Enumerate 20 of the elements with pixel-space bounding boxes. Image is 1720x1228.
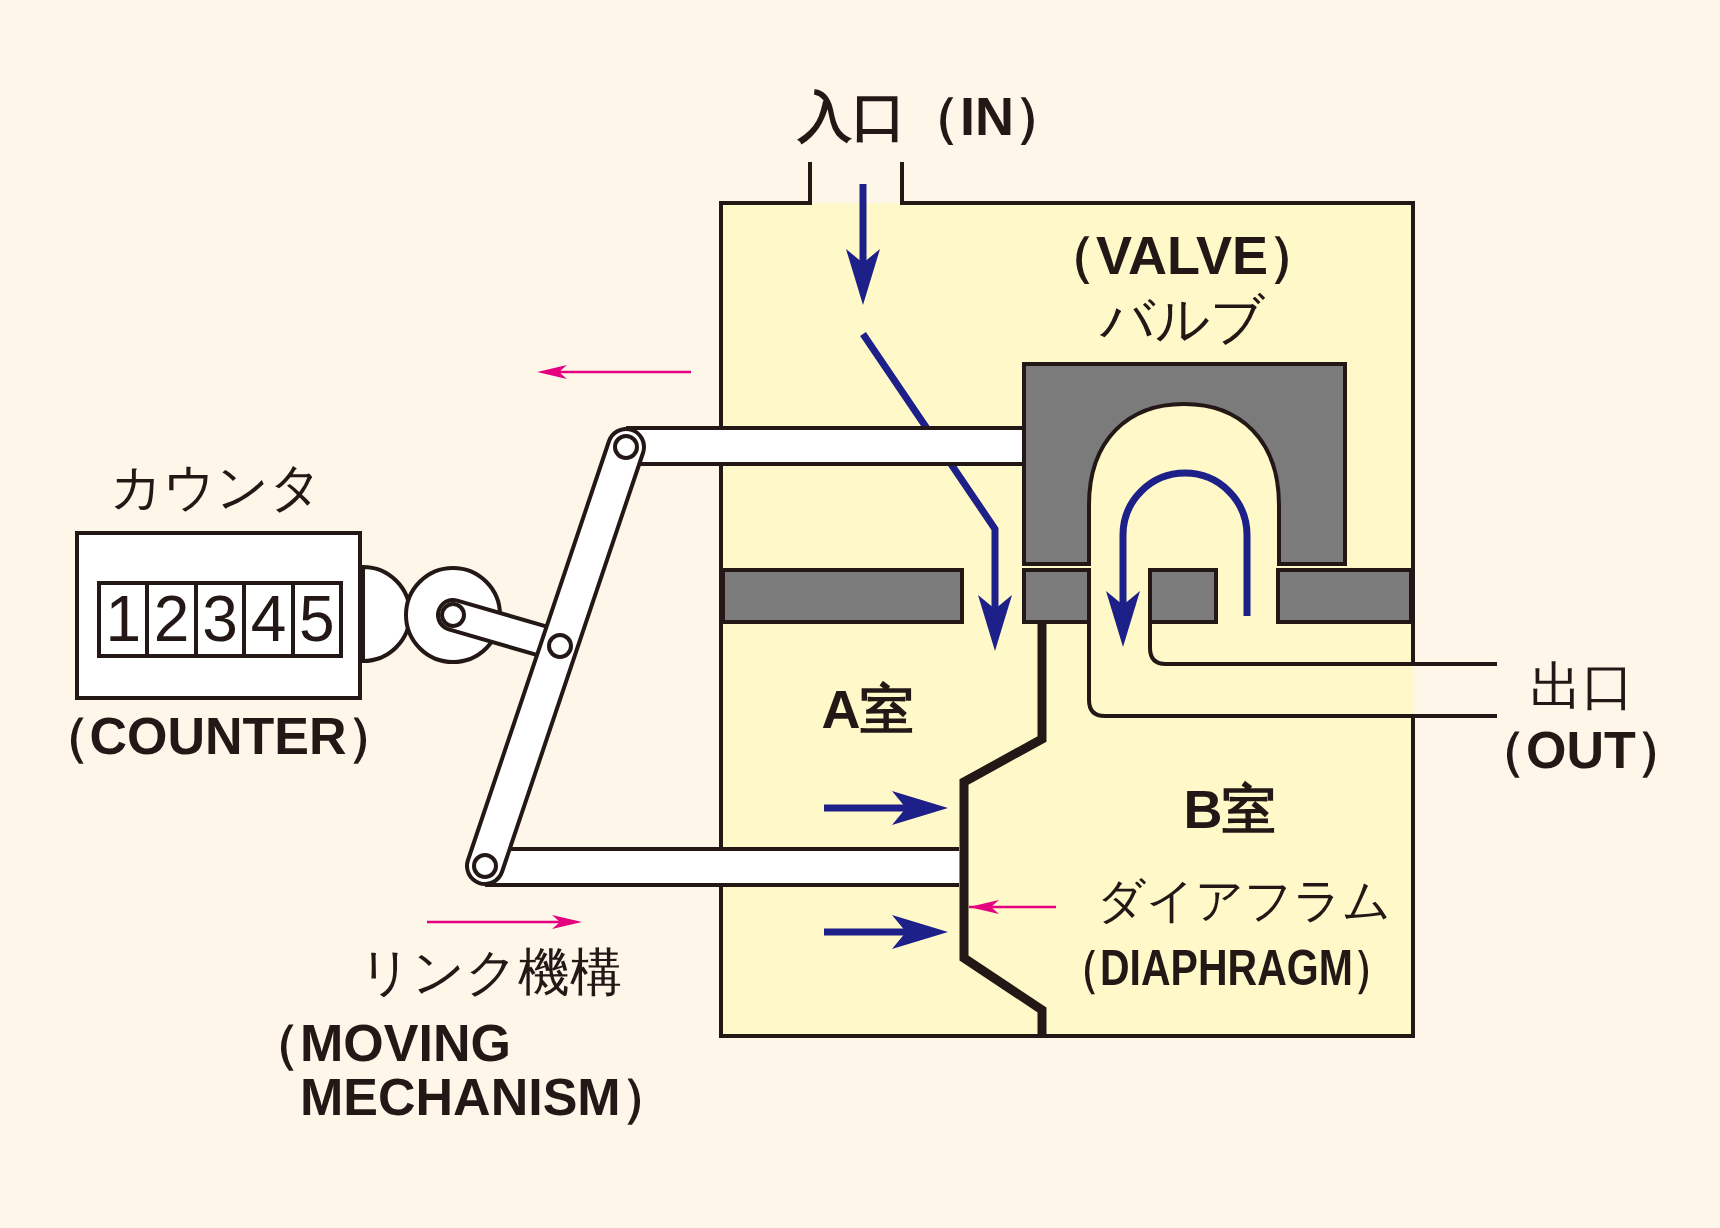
part-label: （VALVE）: [1042, 224, 1323, 287]
chamber-label: B室: [1183, 778, 1277, 841]
port-label: （OUT）: [1474, 721, 1688, 781]
part-label: ダイアフラム: [1097, 873, 1391, 929]
counter-digit: 3: [193, 585, 243, 654]
leader-line: [969, 900, 1056, 914]
link-rod: [700, 847, 959, 887]
counter-digit: 2: [145, 585, 194, 654]
chamber-label: A室: [821, 678, 915, 741]
counter-digit: 4: [242, 585, 291, 654]
part-label: カウンタ: [110, 458, 322, 518]
part-label: （COUNTER）: [37, 707, 399, 767]
port-label: 出口: [1530, 657, 1634, 717]
port-label: 入口（IN）: [798, 85, 1068, 148]
part-label: （MOVING MECHANISM）: [248, 1016, 674, 1124]
counter-digit: 5: [290, 585, 340, 654]
part-label: バルブ: [1099, 288, 1265, 351]
part-label: （DIAPHRAGM）: [1059, 940, 1394, 998]
counter-digit: 1: [104, 585, 142, 654]
part-label: リンク機構: [358, 943, 622, 1003]
